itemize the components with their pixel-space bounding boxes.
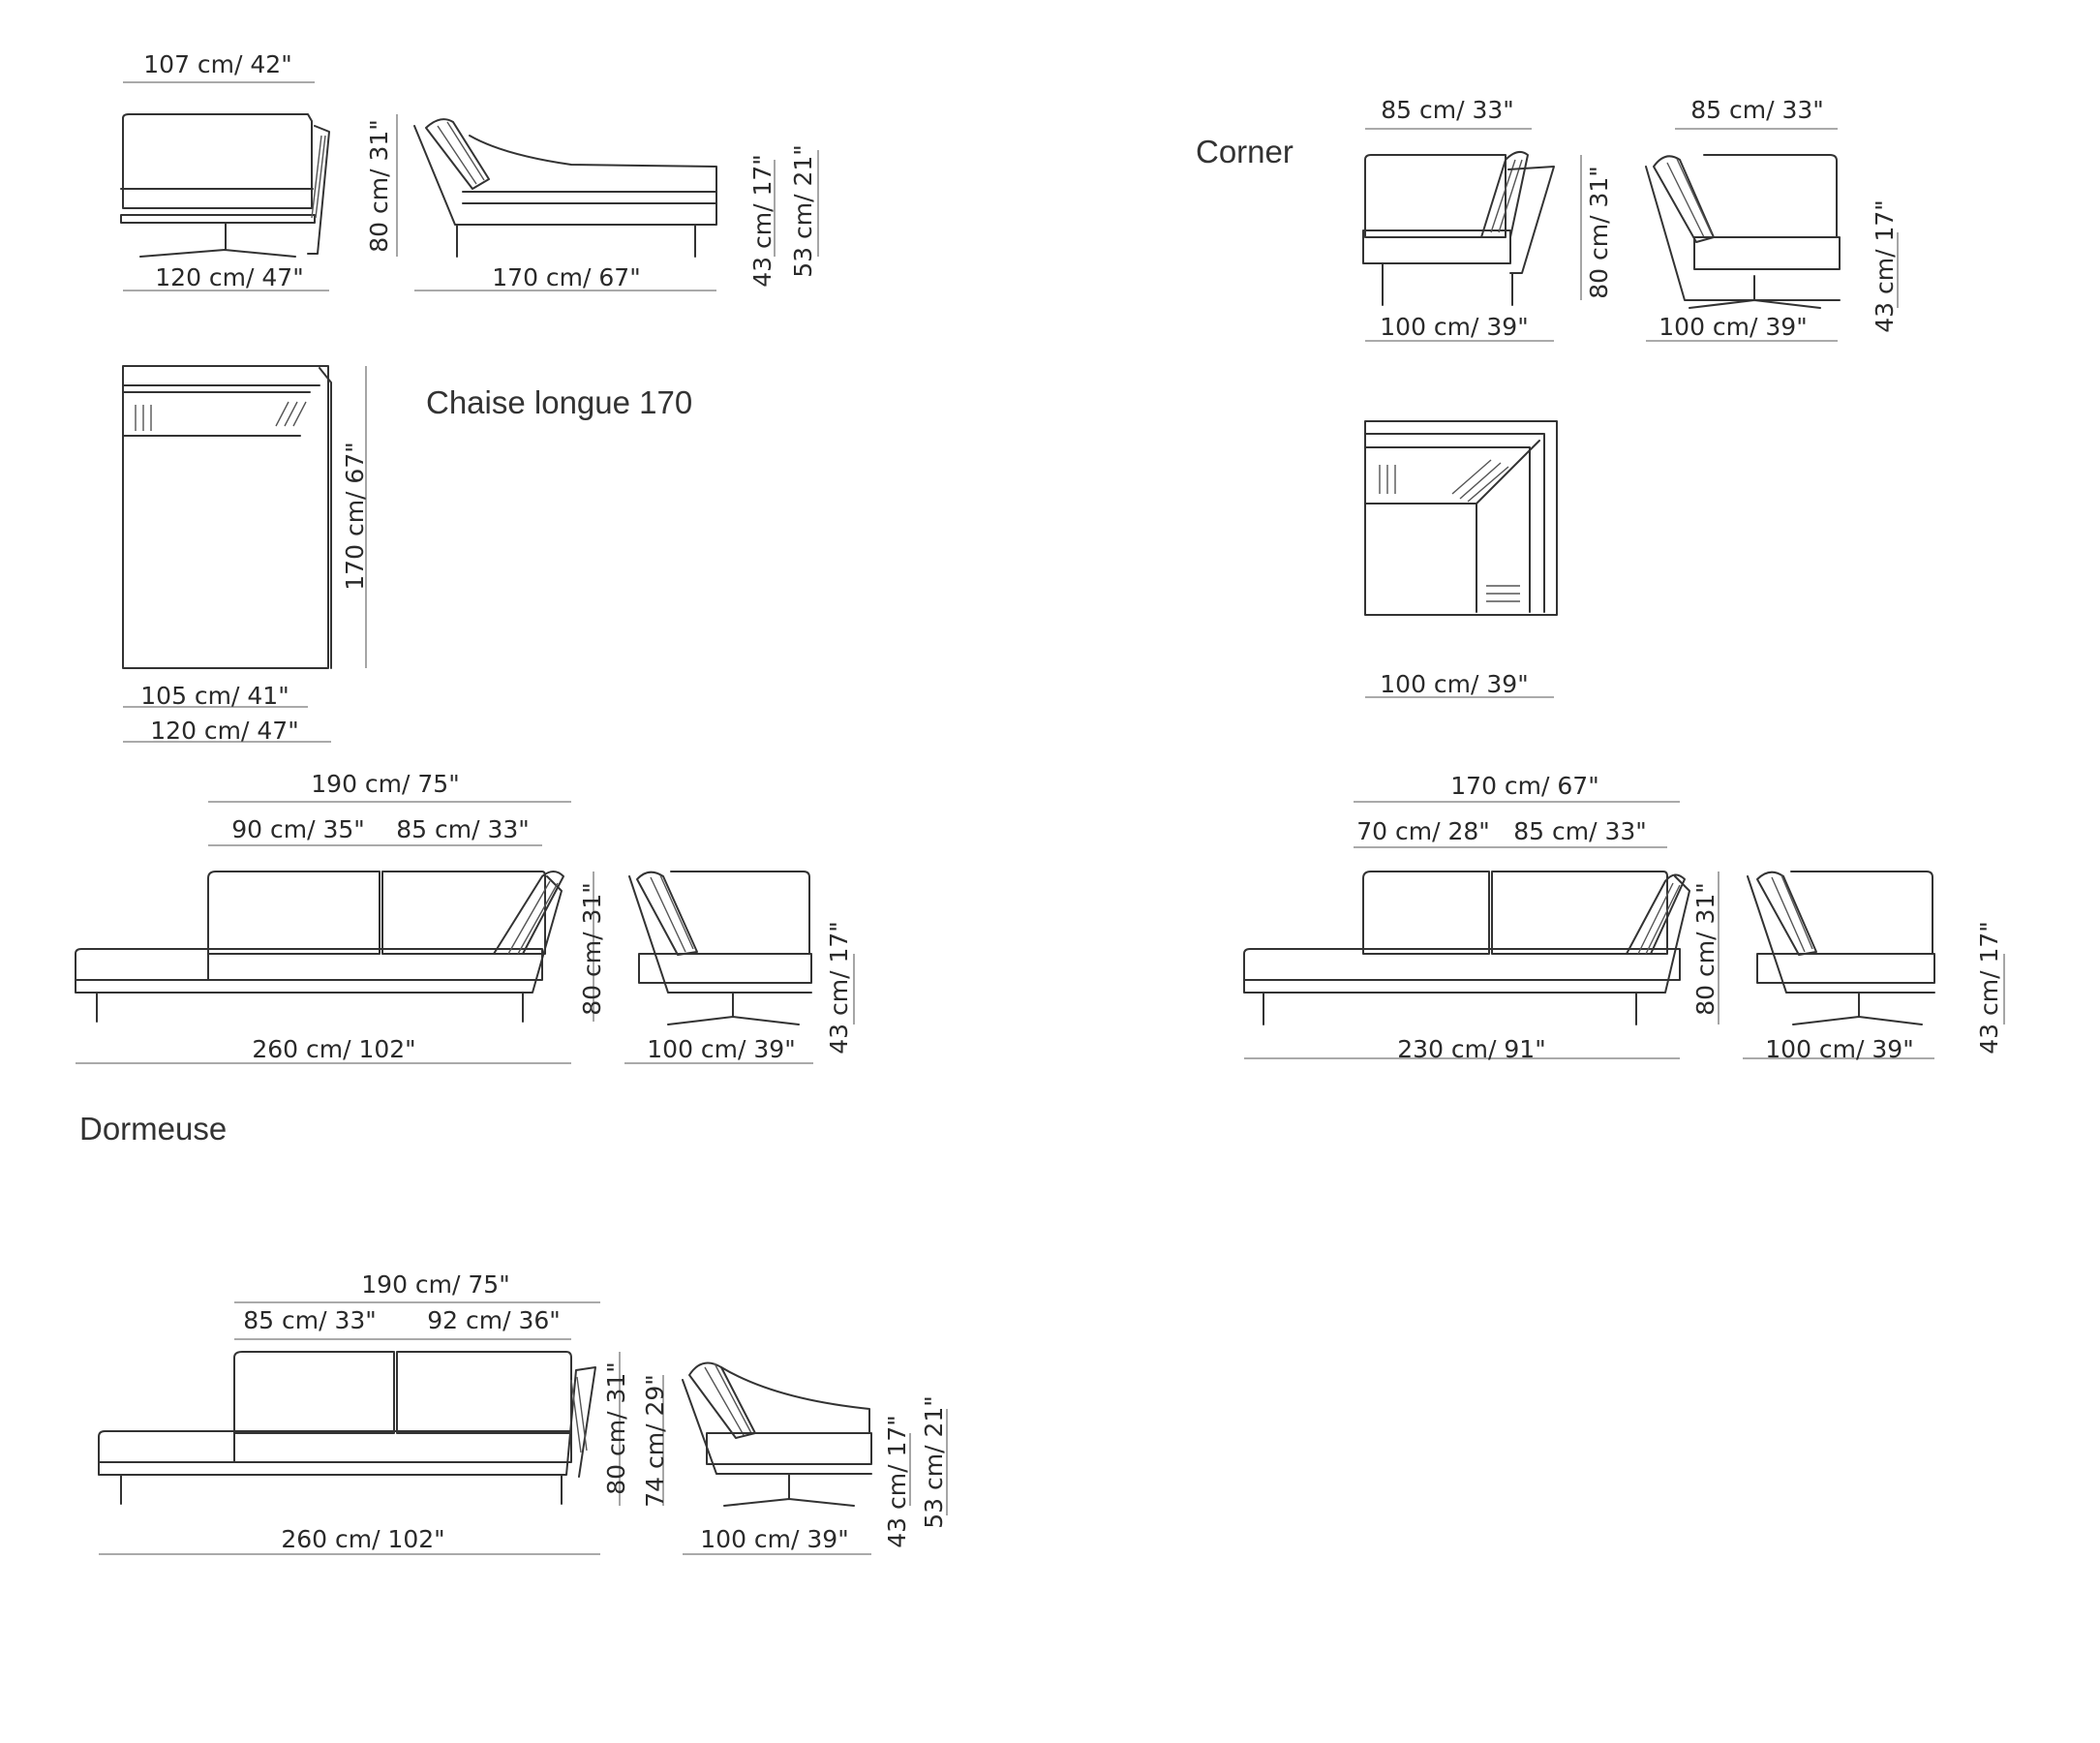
dim-label: 170 cm/ 67" xyxy=(492,263,640,291)
dim-label: 190 cm/ 75" xyxy=(361,1270,509,1299)
caption-dormeuse: Dormeuse xyxy=(79,1111,227,1147)
dim-label: 74 cm/ 29" xyxy=(641,1374,669,1508)
dim-label: 43 cm/ 17" xyxy=(1871,199,1899,333)
sofa-230-side-view xyxy=(1747,871,1935,1025)
dim-label: 120 cm/ 47" xyxy=(155,263,303,291)
dormeuse-side-view xyxy=(682,1361,872,1507)
corner-front-view xyxy=(1362,150,1555,306)
dim-label: 80 cm/ 31" xyxy=(1585,166,1613,299)
caption-corner: Corner xyxy=(1196,134,1293,169)
dim-label: 100 cm/ 39" xyxy=(1380,313,1528,341)
dormeuse-front-view xyxy=(98,1351,596,1505)
dim-label: 85 cm/ 33" xyxy=(396,815,530,843)
dim-label: 53 cm/ 21" xyxy=(789,144,817,278)
dim-label: 107 cm/ 42" xyxy=(143,50,291,78)
corner-top-plan xyxy=(1364,420,1558,616)
dim-label: 230 cm/ 91" xyxy=(1397,1035,1545,1063)
dim-label: 80 cm/ 31" xyxy=(602,1361,630,1495)
dim-label: 260 cm/ 102" xyxy=(252,1035,415,1063)
sofa-260-dimensions xyxy=(76,801,855,1064)
sofa-230-dimensions xyxy=(1244,801,2005,1059)
dim-label: 85 cm/ 33" xyxy=(1690,96,1824,124)
chaise-side-view xyxy=(413,118,717,258)
dim-label: 120 cm/ 47" xyxy=(150,717,298,745)
dim-label: 100 cm/ 39" xyxy=(700,1525,848,1553)
dim-label: 100 cm/ 39" xyxy=(1765,1035,1913,1063)
dim-label: 170 cm/ 67" xyxy=(1450,772,1598,800)
dim-label: 43 cm/ 17" xyxy=(1975,921,2003,1055)
chaise-dimensions xyxy=(123,81,819,743)
dim-label: 80 cm/ 31" xyxy=(1691,882,1720,1016)
chaise-top-plan xyxy=(122,365,332,669)
corner-side-view xyxy=(1645,154,1841,309)
sofa-260-front-view xyxy=(75,871,564,1023)
dim-label: 43 cm/ 17" xyxy=(748,154,776,288)
dim-label: 43 cm/ 17" xyxy=(883,1415,911,1548)
caption-chaise-longue: Chaise longue 170 xyxy=(426,384,692,420)
dim-label: 85 cm/ 33" xyxy=(243,1306,377,1334)
dim-label: 85 cm/ 33" xyxy=(1381,96,1514,124)
dim-label: 100 cm/ 39" xyxy=(647,1035,795,1063)
dim-label: 90 cm/ 35" xyxy=(231,815,365,843)
dormeuse-dimensions xyxy=(99,1301,948,1555)
dim-label: 85 cm/ 33" xyxy=(1513,817,1647,845)
dim-label: 43 cm/ 17" xyxy=(825,921,853,1055)
sofa-230-front-view xyxy=(1243,871,1690,1025)
corner-dimensions xyxy=(1365,128,1899,698)
dim-label: 190 cm/ 75" xyxy=(311,770,459,798)
dim-label: 53 cm/ 21" xyxy=(920,1395,948,1529)
sofa-260-side-view xyxy=(628,871,812,1025)
dim-label: 100 cm/ 39" xyxy=(1380,670,1528,698)
dim-label: 105 cm/ 41" xyxy=(140,682,289,710)
dim-label: 80 cm/ 31" xyxy=(365,119,393,253)
dim-label: 70 cm/ 28" xyxy=(1356,817,1490,845)
dim-label: 260 cm/ 102" xyxy=(281,1525,444,1553)
dim-label: 92 cm/ 36" xyxy=(427,1306,561,1334)
dim-label: 80 cm/ 31" xyxy=(578,882,606,1016)
dim-label: 170 cm/ 67" xyxy=(341,442,369,590)
chaise-front-view xyxy=(120,113,330,258)
dim-label: 100 cm/ 39" xyxy=(1659,313,1807,341)
